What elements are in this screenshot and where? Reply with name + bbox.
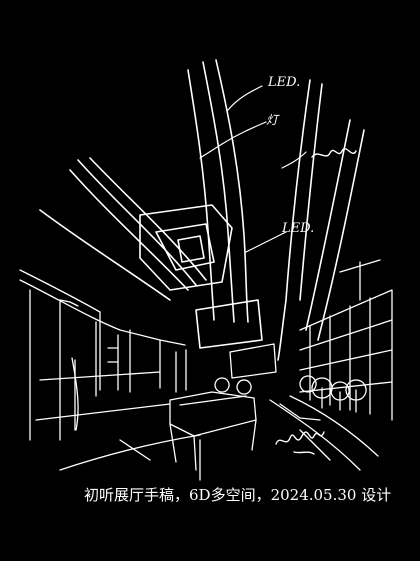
walls	[19, 259, 393, 441]
led-label-top: LED.	[268, 75, 301, 90]
caption: 初听展厅手稿，6D多空间，2024.05.30 设计	[84, 486, 392, 504]
signature-scribbles	[275, 148, 357, 455]
leader-lines	[199, 85, 307, 253]
ceiling-beams	[39, 59, 365, 361]
floor-and-stage	[59, 391, 379, 481]
led-label-mid: LED.	[282, 221, 315, 236]
light-label: 灯	[266, 113, 279, 127]
